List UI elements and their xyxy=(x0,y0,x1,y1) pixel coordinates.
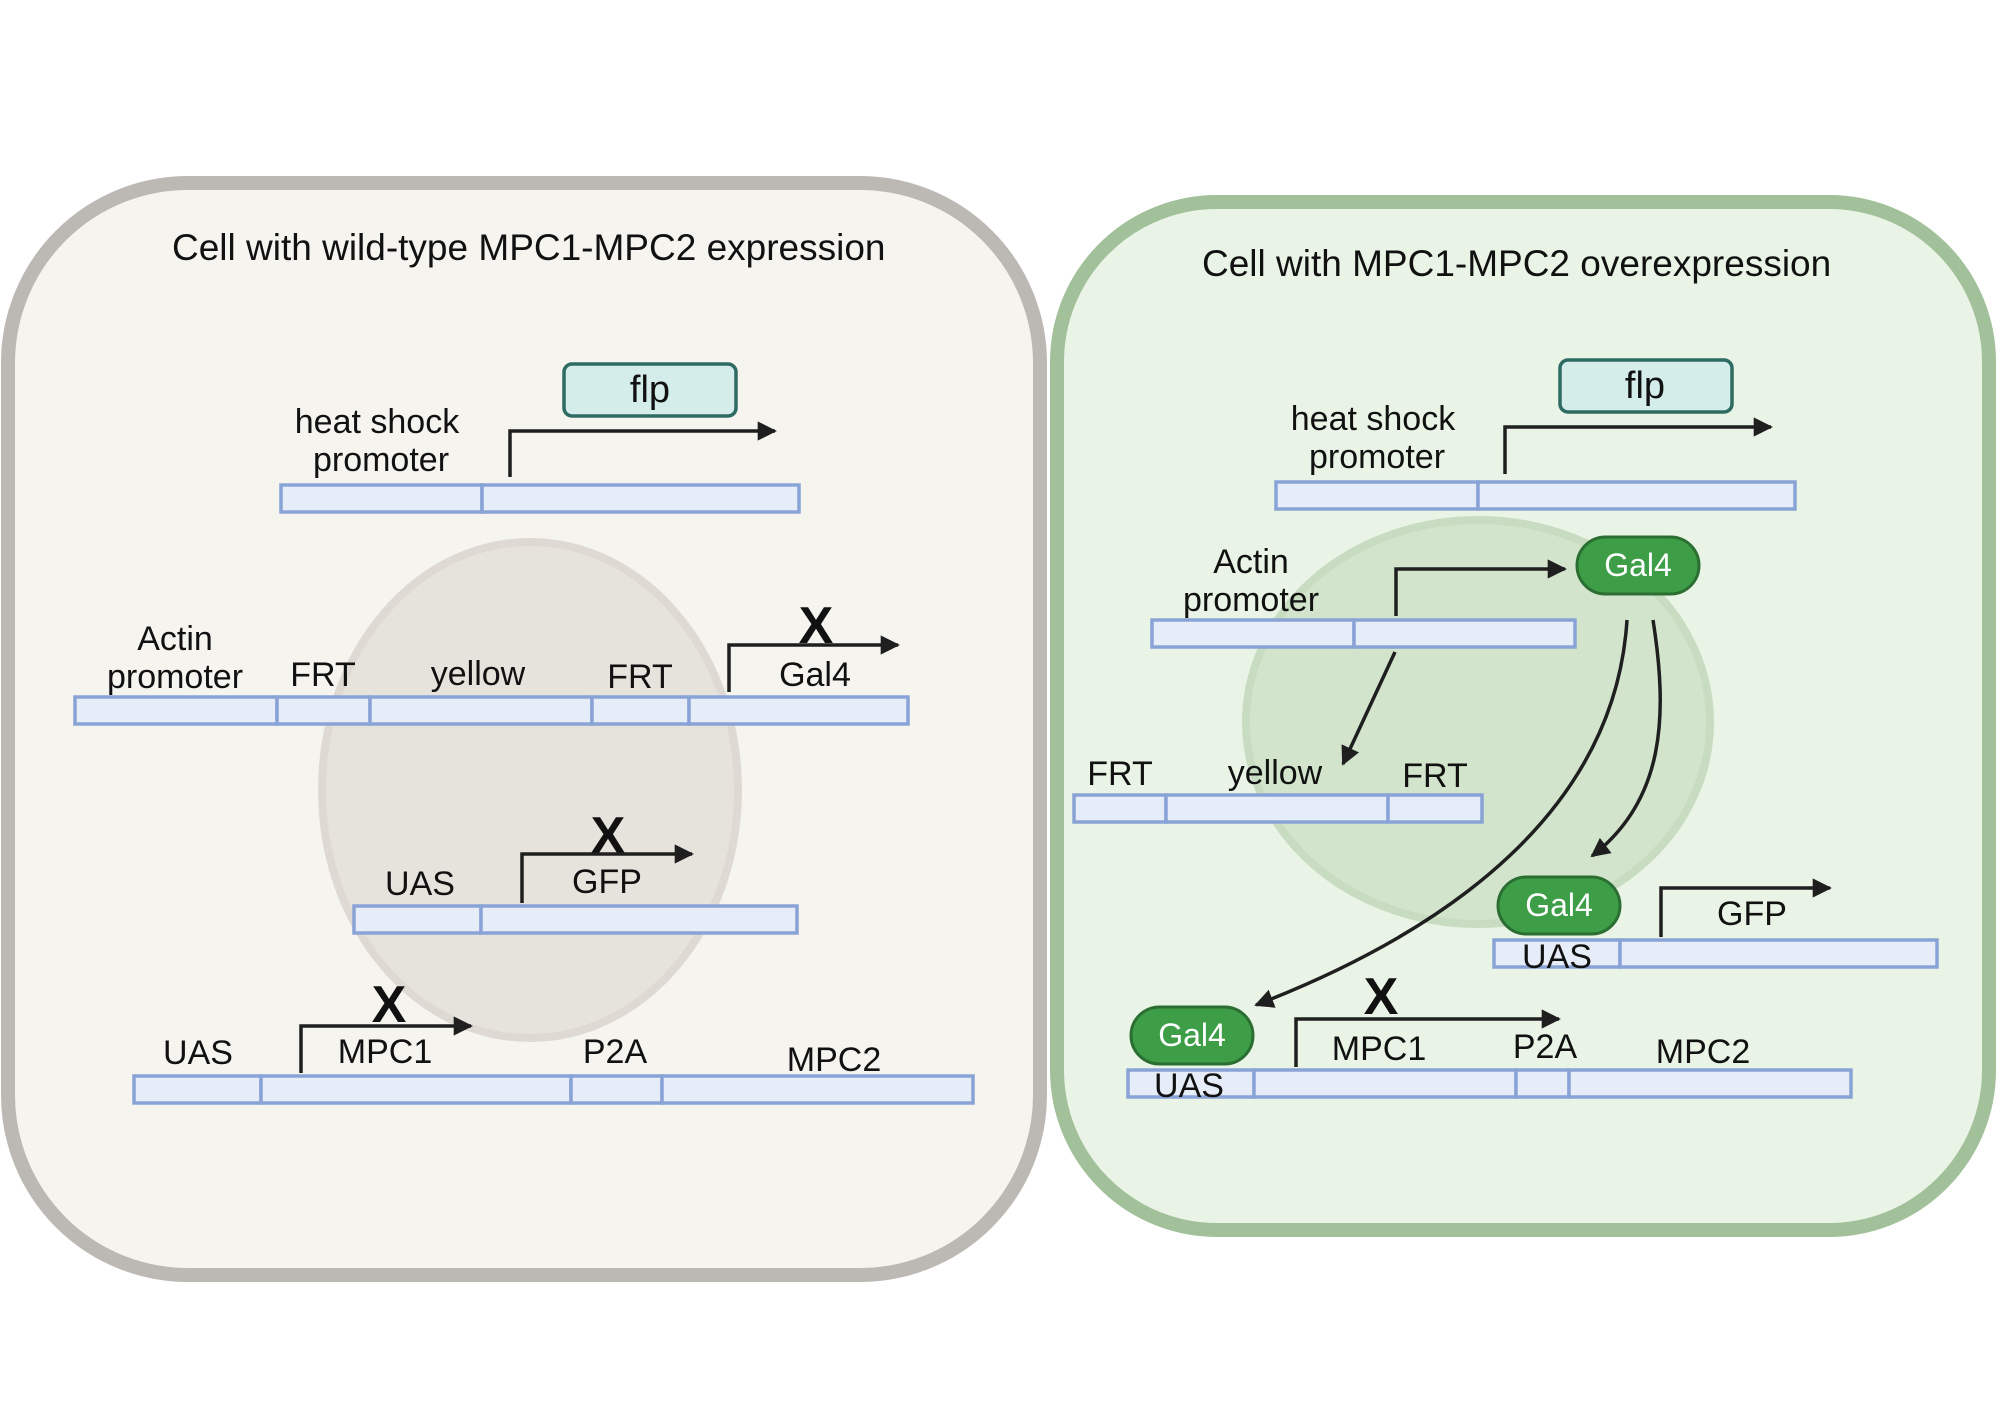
right-gal4-protein xyxy=(1575,535,1701,596)
right-gfp-segment xyxy=(1618,938,1939,969)
right-actin-promoter-segment xyxy=(1150,618,1356,649)
right-actin-promoter-label: promoter xyxy=(1183,581,1319,619)
left-gfp-segment xyxy=(479,904,799,935)
left-mpc1-label: MPC1 xyxy=(338,1033,432,1071)
left-mpc1-transcription-arrow xyxy=(299,1016,473,1073)
left-cell: Cell with wild-type MPC1-MPC2 expression… xyxy=(1,176,1047,1282)
left-yellow-segment xyxy=(368,695,594,726)
right-actin-label: Actin xyxy=(1213,543,1289,581)
right-gal4-to-mpc-uas-arrow xyxy=(1254,619,1629,1008)
left-hs-transcription-arrow xyxy=(508,421,777,477)
left-actin-label: Actin xyxy=(137,620,213,658)
left-gfp-transcription-arrow xyxy=(520,844,694,903)
right-yellow-label: yellow xyxy=(1228,754,1323,792)
right-hs-promoter-segment xyxy=(1274,480,1480,511)
right-cell: Cell with MPC1-MPC2 overexpression flp h… xyxy=(1050,195,1996,1237)
left-gfp-label: GFP xyxy=(572,863,642,901)
left-actin-promoter-segment xyxy=(73,695,279,726)
right-heat-shock-promoter-label: promoter xyxy=(1309,438,1445,476)
right-flp-label: flp xyxy=(1625,365,1665,407)
right-gal4-bound-1 xyxy=(1496,875,1622,936)
right-mpc1-transcription-arrow xyxy=(1294,1009,1561,1067)
left-frt1-label: FRT xyxy=(290,656,355,694)
right-uas2-label: UAS xyxy=(1154,1067,1224,1105)
left-p2a-segment xyxy=(569,1074,664,1105)
left-heat-shock-promoter-label: promoter xyxy=(313,441,449,479)
left-mpc1-segment xyxy=(259,1074,573,1105)
right-frt1-segment xyxy=(1072,793,1168,824)
right-mpc1-blocked-x: X xyxy=(1364,968,1399,1026)
right-mpc1-label: MPC1 xyxy=(1332,1030,1426,1068)
left-frt2-segment xyxy=(590,695,691,726)
right-frt2-segment xyxy=(1386,793,1484,824)
right-gal4-to-gfp-uas-arrow xyxy=(1590,619,1662,858)
right-actin-transcription-arrow xyxy=(1394,559,1567,616)
right-frt1-label: FRT xyxy=(1087,755,1152,793)
left-p2a-label: P2A xyxy=(583,1033,648,1071)
left-uas1-segment xyxy=(352,904,483,935)
right-p2a-segment xyxy=(1514,1068,1571,1099)
right-yellow-segment xyxy=(1164,793,1390,824)
right-gal4-bound-1-label: Gal4 xyxy=(1525,887,1593,923)
left-heat-shock-label: heat shock xyxy=(295,403,460,441)
left-nucleus xyxy=(318,538,742,1042)
left-mpc2-segment xyxy=(660,1074,975,1105)
right-uas1-label: UAS xyxy=(1522,938,1592,976)
right-mpc2-label: MPC2 xyxy=(1656,1033,1750,1071)
right-flp-box xyxy=(1558,358,1734,414)
left-gfp-blocked-x: X xyxy=(591,807,626,865)
left-hs-promoter-segment xyxy=(279,483,484,514)
right-mpc1-segment xyxy=(1252,1068,1518,1099)
left-gal4-label: Gal4 xyxy=(779,656,851,694)
left-flp-box xyxy=(562,362,738,418)
left-frt1-segment xyxy=(275,695,372,726)
left-uas1-label: UAS xyxy=(385,865,455,903)
left-gal4-segment xyxy=(687,695,910,726)
left-yellow-label: yellow xyxy=(431,655,526,693)
right-gal4-protein-label: Gal4 xyxy=(1604,547,1672,583)
left-flp-label: flp xyxy=(630,369,670,411)
right-hs-transcription-arrow xyxy=(1503,417,1773,474)
right-flp-gene-segment xyxy=(1476,480,1797,511)
right-frt2-label: FRT xyxy=(1402,757,1467,795)
right-excision-arrow xyxy=(1341,651,1397,766)
left-uas2-segment xyxy=(132,1074,263,1105)
left-actin-transcription-arrow xyxy=(727,635,900,692)
left-frt2-label: FRT xyxy=(607,658,672,696)
right-gal4-bound-2 xyxy=(1129,1005,1255,1066)
left-uas2-label: UAS xyxy=(163,1034,233,1072)
right-gal4-gene-segment xyxy=(1352,618,1577,649)
right-gfp-label: GFP xyxy=(1717,895,1787,933)
left-flp-gene-segment xyxy=(480,483,801,514)
left-mpc2-label: MPC2 xyxy=(787,1041,881,1079)
right-p2a-label: P2A xyxy=(1513,1028,1578,1066)
right-heat-shock-label: heat shock xyxy=(1291,400,1456,438)
right-gal4-bound-2-label: Gal4 xyxy=(1158,1017,1226,1053)
right-cell-title: Cell with MPC1-MPC2 overexpression xyxy=(1202,243,1831,284)
right-gfp-transcription-arrow xyxy=(1659,878,1832,937)
right-mpc2-segment xyxy=(1567,1068,1853,1099)
left-cell-title: Cell with wild-type MPC1-MPC2 expression xyxy=(172,227,886,268)
left-actin-promoter-label: promoter xyxy=(107,658,243,696)
